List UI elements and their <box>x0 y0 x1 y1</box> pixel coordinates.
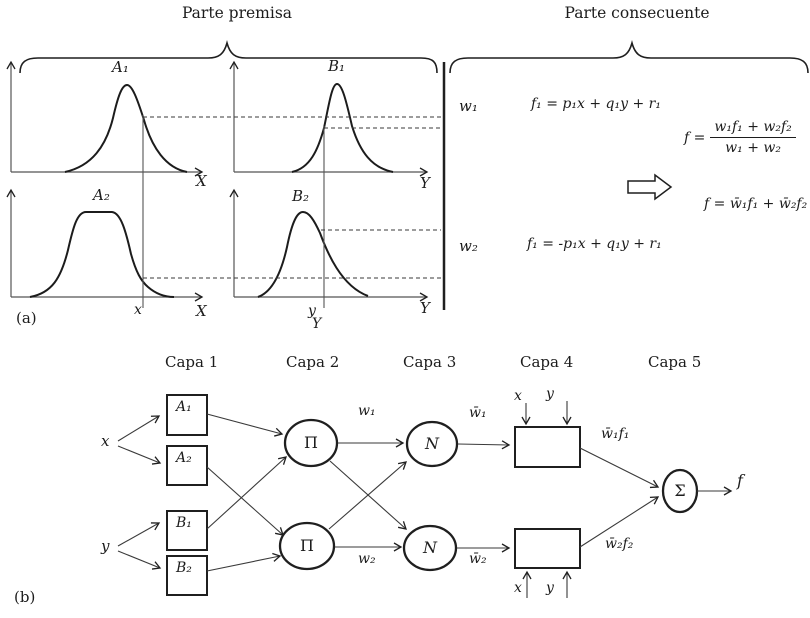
weighted-average-numerator: w₁f₁ + w₂f₂ <box>710 119 796 138</box>
layer1-boxes <box>166 394 208 596</box>
rule2-formula: f₁ = -p₁x + q₁y + r₁ <box>527 236 662 252</box>
plot-b2-curve <box>257 210 369 298</box>
n2-node-circle <box>402 524 458 572</box>
node-a2-label: A₂ <box>176 450 192 466</box>
node-b1-label: B₁ <box>176 515 192 531</box>
link-b2-pi2 <box>206 552 282 572</box>
signal-wf1-label: w̄₁f₁ <box>601 426 630 442</box>
pi1-node-label: Π <box>304 433 318 452</box>
plot-b1-curve <box>291 82 394 173</box>
n1-node-label: N <box>425 434 439 453</box>
signal-wbar2-label: w̄₂ <box>469 551 487 567</box>
membership-dashed-lines <box>143 116 441 279</box>
premise-title: Parte premisa <box>181 4 293 22</box>
layer2-title: Capa 2 <box>286 353 340 371</box>
fan-y-b2 <box>117 550 162 570</box>
weighted-average-formula: f = w₁f₁ + w₂f₂ w₁ + w₂ <box>684 119 796 156</box>
consequent-brace <box>449 39 809 74</box>
node-a1-label: A₁ <box>176 399 192 415</box>
panel-b-label: (b) <box>14 588 36 606</box>
defuzz2-y-label: y <box>546 580 554 596</box>
defuzz-box-1 <box>514 426 581 468</box>
layer4-boxes <box>514 426 581 569</box>
box-b1 <box>166 510 208 551</box>
axis-x-top-label: X <box>196 172 207 190</box>
plot-b2-axes <box>229 188 429 302</box>
sigma-node-label: Σ <box>674 481 686 500</box>
signal-wf2-label: w̄₂f₂ <box>605 536 634 552</box>
layer4-title: Capa 4 <box>520 353 574 371</box>
fan-x-a2 <box>117 445 162 465</box>
weighted-average-lhs: f = <box>684 129 706 146</box>
layer3-to-layer4-links <box>457 440 511 553</box>
implies-arrow-icon <box>627 173 673 201</box>
node-b2-label: B₂ <box>176 560 192 576</box>
layer1-title: Capa 1 <box>165 353 219 371</box>
axis-x-bottom-label: X <box>196 302 207 320</box>
mf-a2-label: A₂ <box>93 186 110 204</box>
n2-node-label: N <box>423 538 437 557</box>
panel-a-label: (a) <box>16 309 37 327</box>
n1-node-circle <box>405 420 459 468</box>
firing-w2-label: w₂ <box>459 237 478 255</box>
plot-a1-curve <box>64 83 188 173</box>
axis-y-bottom-label: Y <box>420 299 430 317</box>
network-input-y-label: y <box>101 537 110 555</box>
link-b1-pi1 <box>206 456 287 530</box>
input-fan-arrows <box>117 415 162 570</box>
input-y-label: y <box>308 303 316 319</box>
signal-wbar1-label: w̄₁ <box>469 405 487 421</box>
pi2-node-label: Π <box>300 536 314 555</box>
mf-b1-label: B₁ <box>328 57 346 75</box>
layer4-input-arrows <box>521 401 572 598</box>
weighted-average-denominator: w₁ + w₂ <box>725 140 781 156</box>
signal-w1-label: w₁ <box>358 403 376 419</box>
layer4-to-layer5-links <box>579 447 660 548</box>
defuzz2-x-label: x <box>514 580 522 596</box>
axis-y-top-label: Y <box>420 174 430 192</box>
plot-a2-axes <box>6 188 204 302</box>
layer2-to-layer3-links <box>328 438 407 552</box>
link-a1-pi1 <box>206 413 284 437</box>
consequent-title: Parte consecuente <box>564 4 710 22</box>
defuzz1-y-label: y <box>546 386 554 402</box>
mf-b2-label: B₂ <box>292 187 310 205</box>
rule1-formula: f₁ = p₁x + q₁y + r₁ <box>531 96 661 112</box>
premise-brace <box>19 39 438 74</box>
link-a2-pi2 <box>206 466 284 536</box>
layer5-title: Capa 5 <box>648 353 702 371</box>
pi1-node-circle <box>283 418 339 468</box>
mf-a1-label: A₁ <box>112 58 129 76</box>
defuzz-box-2 <box>514 528 581 569</box>
layer1-to-layer2-links <box>206 413 287 572</box>
plot-a2-curve <box>29 211 175 298</box>
normalized-output-formula: f = w̄₁f₁ + w̄₂f₂ <box>704 196 808 212</box>
defuzz1-x-label: x <box>514 388 522 404</box>
signal-w2-label: w₂ <box>358 551 376 567</box>
plot-a1-axes <box>6 60 204 177</box>
network-output-label: f <box>737 471 743 490</box>
box-a2 <box>166 445 208 486</box>
network-input-x-label: x <box>101 432 110 450</box>
link-n1-box1 <box>457 440 511 450</box>
box-b2 <box>166 555 208 596</box>
layer3-title: Capa 3 <box>403 353 457 371</box>
fan-y-b1 <box>117 522 161 547</box>
link-box2-sigma <box>579 496 660 548</box>
fan-x-a1 <box>117 415 161 442</box>
link-box1-sigma <box>579 447 660 489</box>
link-pi2-n1 <box>328 461 407 530</box>
box-a1 <box>166 394 208 436</box>
input-y-domain-label: Y <box>312 316 322 332</box>
firing-w1-label: w₁ <box>459 97 478 115</box>
input-x-label: x <box>134 302 142 318</box>
pi2-node-circle <box>278 521 336 571</box>
